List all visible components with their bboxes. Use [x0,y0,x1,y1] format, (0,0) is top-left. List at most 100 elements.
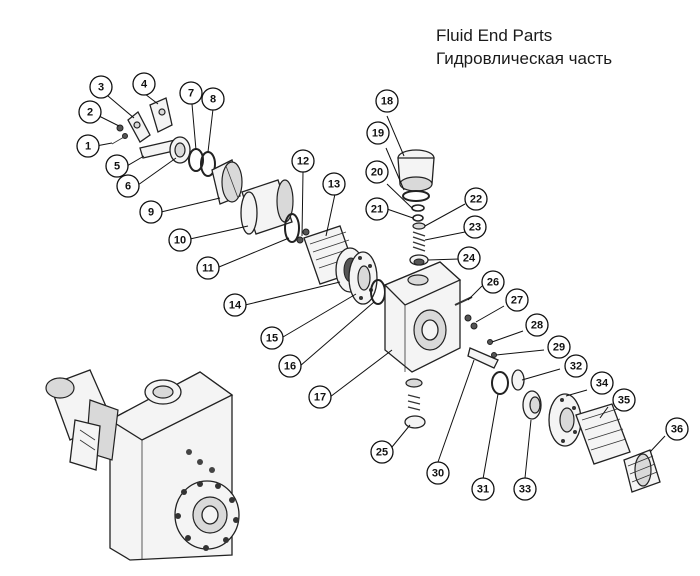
callout-9: 9 [139,200,163,224]
part-22-retainer [412,222,426,230]
callout-number: 8 [210,94,216,106]
callout-number: 7 [188,88,194,100]
callout-31: 31 [471,477,495,501]
part-27-nut [464,314,478,330]
callout-number: 18 [381,96,393,108]
callout-20: 20 [365,160,389,184]
callout-33: 33 [513,477,537,501]
callout-22: 22 [464,187,488,211]
callout-number: 6 [125,181,131,193]
part-35-stud-set [575,403,631,465]
callout-number: 3 [98,82,104,94]
callout-number: 25 [376,447,388,459]
callout-26: 26 [481,270,505,294]
callout-5: 5 [105,154,129,178]
part-10-plunger [240,179,294,235]
callout-35: 35 [612,388,636,412]
callout-number: 17 [314,392,326,404]
callout-3: 3 [89,75,113,99]
callout-number: 33 [519,484,531,496]
title-russian: Гидровлическая часть [436,49,613,68]
callout-number: 28 [531,320,543,332]
part-28-washer [487,339,493,345]
callout-number: 5 [114,161,120,173]
callout-28: 28 [525,313,549,337]
callout-19: 19 [366,121,390,145]
callout-11: 11 [196,256,220,280]
leader-lines [95,93,666,480]
callout-number: 22 [470,194,482,206]
callout-2: 2 [78,100,102,124]
part-36-cover-nut [623,449,661,493]
part-11-ring [284,213,300,243]
part-23-spring [412,231,426,252]
callout-number: 29 [553,342,565,354]
callout-number: 30 [432,468,444,480]
callout-number: 4 [141,79,148,91]
callout-34: 34 [590,371,614,395]
callout-number: 19 [372,128,384,140]
callout-14: 14 [223,293,247,317]
callout-number: 21 [371,204,383,216]
callout-number: 2 [87,107,93,119]
part-6-adapter [169,136,191,164]
part-3-clamp [127,110,151,143]
callout-8: 8 [201,87,225,111]
part-25-suction-valve [404,378,426,429]
callout-24: 24 [457,246,481,270]
callout-23: 23 [463,215,487,239]
callout-4: 4 [132,72,156,96]
part-34-suction-flange [548,393,582,447]
callout-number: 36 [671,424,683,436]
callout-number: 20 [371,167,383,179]
callout-number: 1 [85,141,91,153]
callout-7: 7 [179,81,203,105]
part-18-valve-cover [397,149,435,192]
part-9-packing-nut [211,159,243,205]
callout-1: 1 [76,134,100,158]
callout-12: 12 [291,149,315,173]
callout-number: 14 [229,300,242,312]
callout-number: 35 [618,395,630,407]
callout-13: 13 [322,172,346,196]
callout-36: 36 [665,417,689,441]
callout-number: 12 [297,156,309,168]
callout-29: 29 [547,335,571,359]
part-20-ring [411,204,425,212]
callout-18: 18 [375,89,399,113]
part-15-flange [348,251,378,305]
part-17-fluid-end-body [383,261,462,373]
part-4-bracket [149,97,173,133]
callout-27: 27 [505,288,529,312]
callout-30: 30 [426,461,450,485]
callout-number: 27 [511,295,523,307]
part-30-lever [467,347,499,369]
part-33-plug [522,390,542,420]
callout-number: 26 [487,277,499,289]
part-2-pin [116,124,124,132]
part-19-cover-seal [402,190,430,202]
callout-number: 15 [266,333,278,345]
callout-6: 6 [116,174,140,198]
callout-15: 15 [260,326,284,350]
callout-32: 32 [564,354,588,378]
callout-number: 10 [174,235,186,247]
part-31-seal [491,371,509,395]
assembled-fluid-end [45,369,240,561]
callout-number: 34 [596,378,609,390]
callout-number: 23 [469,222,481,234]
callout-21: 21 [365,197,389,221]
callout-number: 16 [284,361,296,373]
callout-25: 25 [370,440,394,464]
callout-17: 17 [308,385,332,409]
callout-number: 31 [477,484,489,496]
callout-number: 13 [328,179,340,191]
callout-number: 24 [463,253,476,265]
part-1-bolt [111,133,128,145]
part-29-bolt [491,352,497,358]
callout-10: 10 [168,228,192,252]
callout-16: 16 [278,354,302,378]
